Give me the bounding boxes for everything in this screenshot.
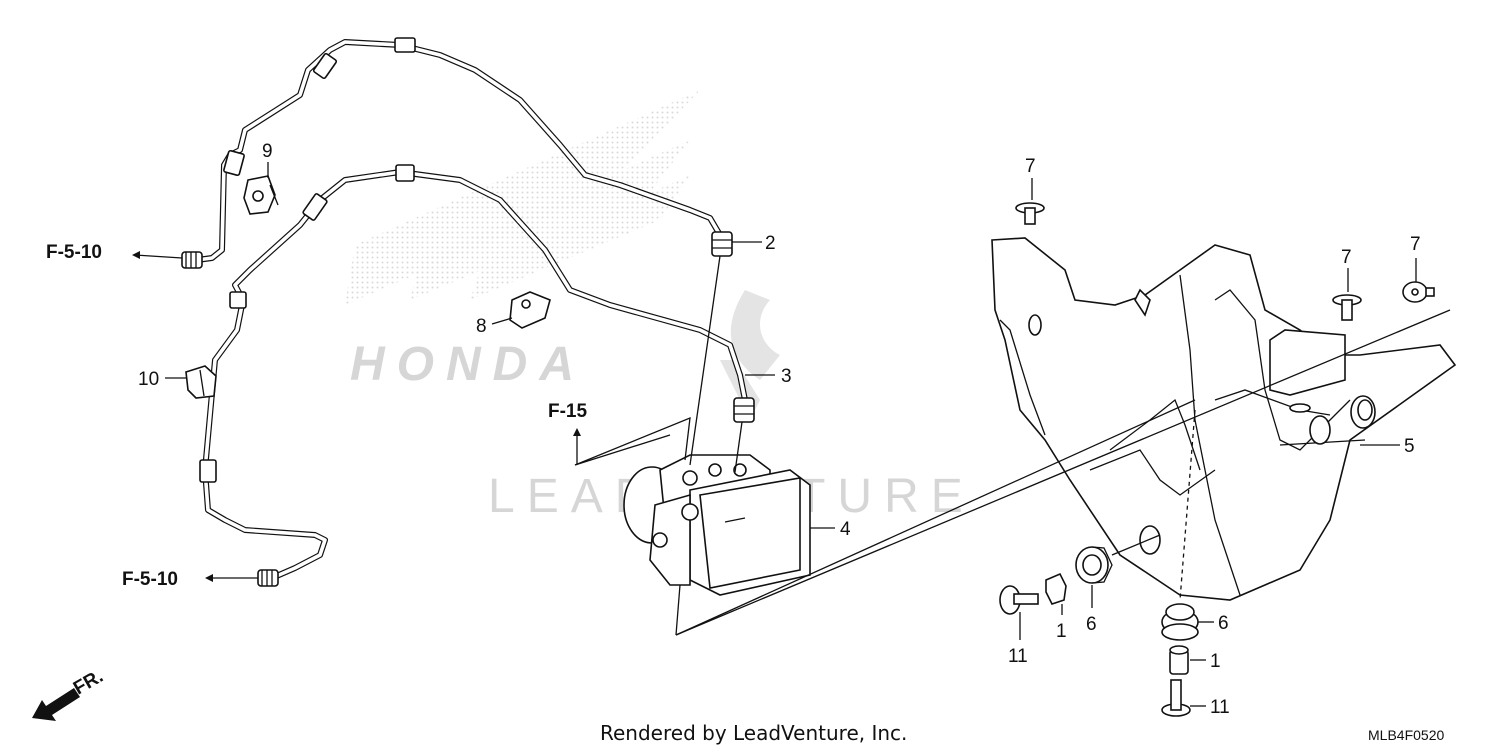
callout-6b[interactable]: 6 [1218,613,1229,634]
front-direction-arrow-icon [32,688,80,721]
callout-9[interactable]: 9 [262,141,273,162]
pipe-clamp-9[interactable] [243,175,279,215]
ref-f5-10-lower[interactable]: F-5-10 [122,569,178,590]
bolt-11b[interactable] [1161,679,1191,717]
pipe-joint-2 [711,231,733,257]
callout-6a[interactable]: 6 [1086,614,1097,635]
callout-11a[interactable]: 11 [1008,646,1028,667]
ref-f5-10-upper[interactable]: F-5-10 [46,242,102,263]
callout-7a[interactable]: 7 [1025,156,1036,177]
callout-1a[interactable]: 1 [1056,621,1067,642]
callout-3[interactable]: 3 [781,366,792,387]
callout-2[interactable]: 2 [765,233,776,254]
callout-10[interactable]: 10 [138,369,159,390]
abs-modulator-unit[interactable] [623,454,811,596]
ref-f15[interactable]: F-15 [548,401,588,422]
callout-8[interactable]: 8 [476,316,487,337]
collar-1b[interactable] [1169,645,1189,675]
callout-11b[interactable]: 11 [1210,697,1230,718]
collar-1a[interactable] [1045,572,1067,605]
honda-wing-watermark-icon [345,90,700,305]
callout-4[interactable]: 4 [840,519,851,540]
grommet-6b[interactable] [1161,603,1199,641]
watermark-brand: HONDA [350,338,586,391]
grommet-10[interactable] [185,365,217,399]
callout-1b[interactable]: 1 [1210,651,1221,672]
bolt-7a[interactable] [1015,202,1045,225]
pipe-joint-3 [733,397,755,423]
bolt-7c[interactable] [1402,281,1435,303]
grommet-6a[interactable] [1075,546,1113,584]
ref-arrow-lower [205,574,258,582]
pipe-end-fitting-upper-left [181,251,203,269]
pipe-end-fitting-lower-left [257,569,279,587]
footer-credit: Rendered by LeadVenture, Inc. [600,721,907,745]
leader-lines [165,162,1451,707]
pipe-clamp-8[interactable] [509,291,551,329]
callout-7b[interactable]: 7 [1341,247,1352,268]
abs-mounting-bracket[interactable] [991,237,1457,601]
brake-pipe-lower[interactable] [199,164,748,581]
brake-pipe-upper[interactable] [194,37,723,263]
callout-7c[interactable]: 7 [1410,234,1421,255]
ref-arrow-upper [132,251,183,259]
callout-5[interactable]: 5 [1404,436,1415,457]
bolt-11a[interactable] [999,585,1039,615]
ref-arrow-f15 [573,428,581,436]
diagram-code: MLB4F0520 [1368,727,1444,743]
bolt-7b[interactable] [1332,294,1362,321]
